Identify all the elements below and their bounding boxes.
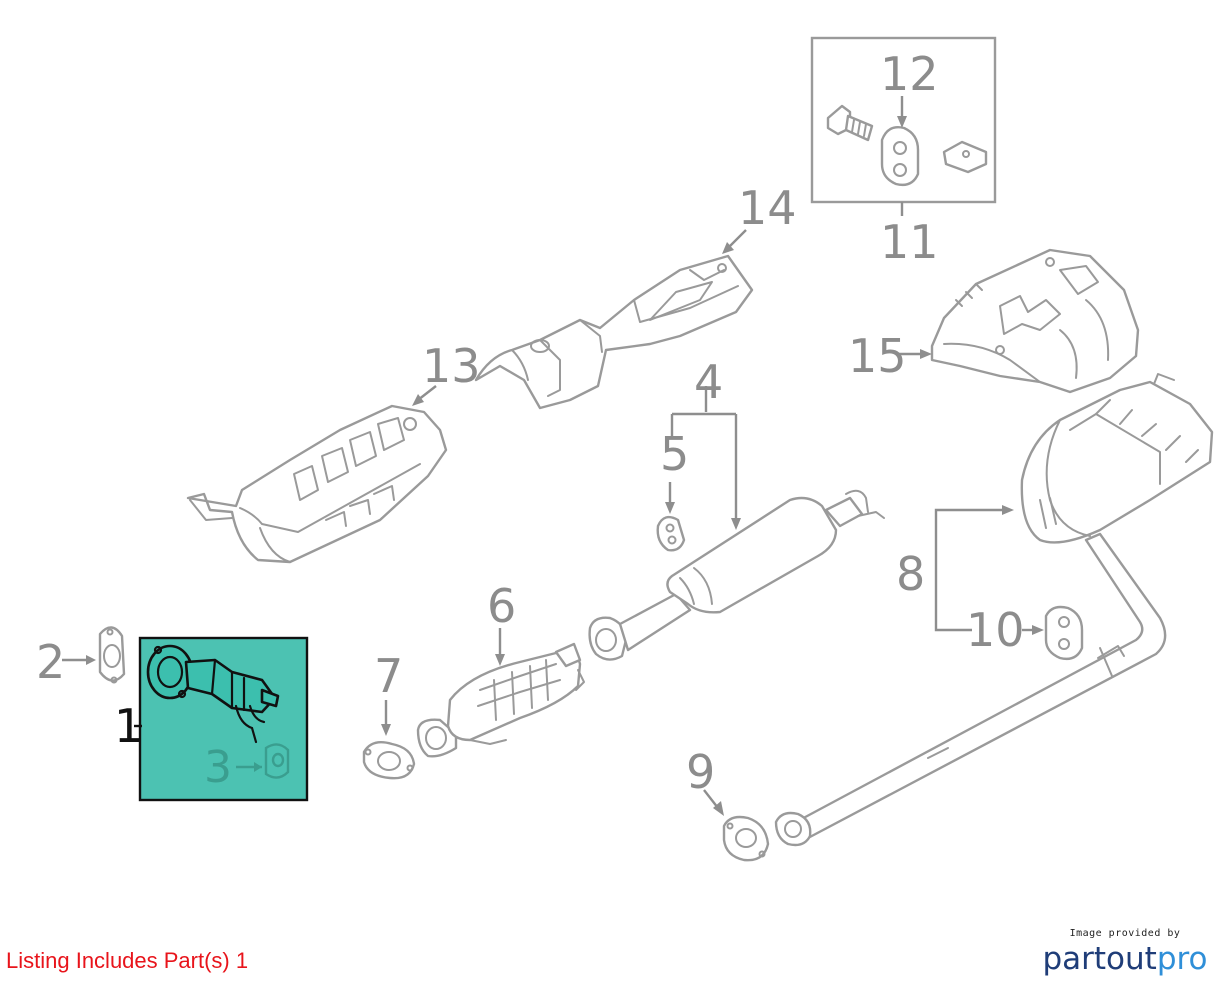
callout-13: 13 [422,339,481,393]
hanger-part-3-muted[interactable] [236,743,290,779]
muffler-part-8[interactable]: 8 [774,373,1214,847]
bolt[interactable] [826,104,874,142]
partoutpro-attribution[interactable]: Image provided by partoutpro [1040,928,1210,977]
brand-part1: partout [1042,941,1157,977]
part-1-highlight-group[interactable]: 3 1 [114,636,309,802]
hanger-part-5[interactable]: 5 [656,427,690,552]
heat-shield-part-15[interactable]: 15 [848,248,1140,394]
gasket-part-9[interactable]: 9 [686,745,770,862]
callout-9: 9 [686,745,715,799]
bracket[interactable] [942,140,988,174]
hanger-part-10[interactable]: 10 [966,603,1084,661]
callout-12: 12 [880,47,939,101]
attribution-small-text: Image provided by [1069,928,1181,939]
callout-3: 3 [204,742,232,793]
callout-8: 8 [896,547,925,601]
callout-4: 4 [694,355,723,409]
callout-10: 10 [966,603,1025,657]
hardware-kit-box [810,36,997,204]
catalytic-converter-part-6[interactable]: 6 [416,579,585,758]
callout-2: 2 [36,635,65,689]
callout-7: 7 [374,649,403,703]
callout-5: 5 [660,427,689,481]
hanger-part-12[interactable] [880,126,920,187]
gasket-part-2[interactable]: 2 [36,626,126,689]
center-pipe-resonator-part-4[interactable]: 4 [588,355,885,661]
gasket-part-7[interactable]: 7 [362,649,416,780]
callout-11: 11 [880,215,939,269]
front-pipe-part-1[interactable] [146,644,280,744]
brand-part2: pro [1156,941,1208,977]
hardware-kit-part-11[interactable]: 12 11 [810,36,997,269]
heat-shield-part-13[interactable]: 13 [186,339,481,564]
listing-note: Listing Includes Part(s) 1 [6,948,249,973]
heat-shield-part-14[interactable]: 14 [474,181,797,410]
partoutpro-logo: partoutpro [1040,941,1210,977]
callout-15: 15 [848,329,907,383]
callout-6: 6 [487,579,516,633]
callout-14: 14 [738,181,797,235]
